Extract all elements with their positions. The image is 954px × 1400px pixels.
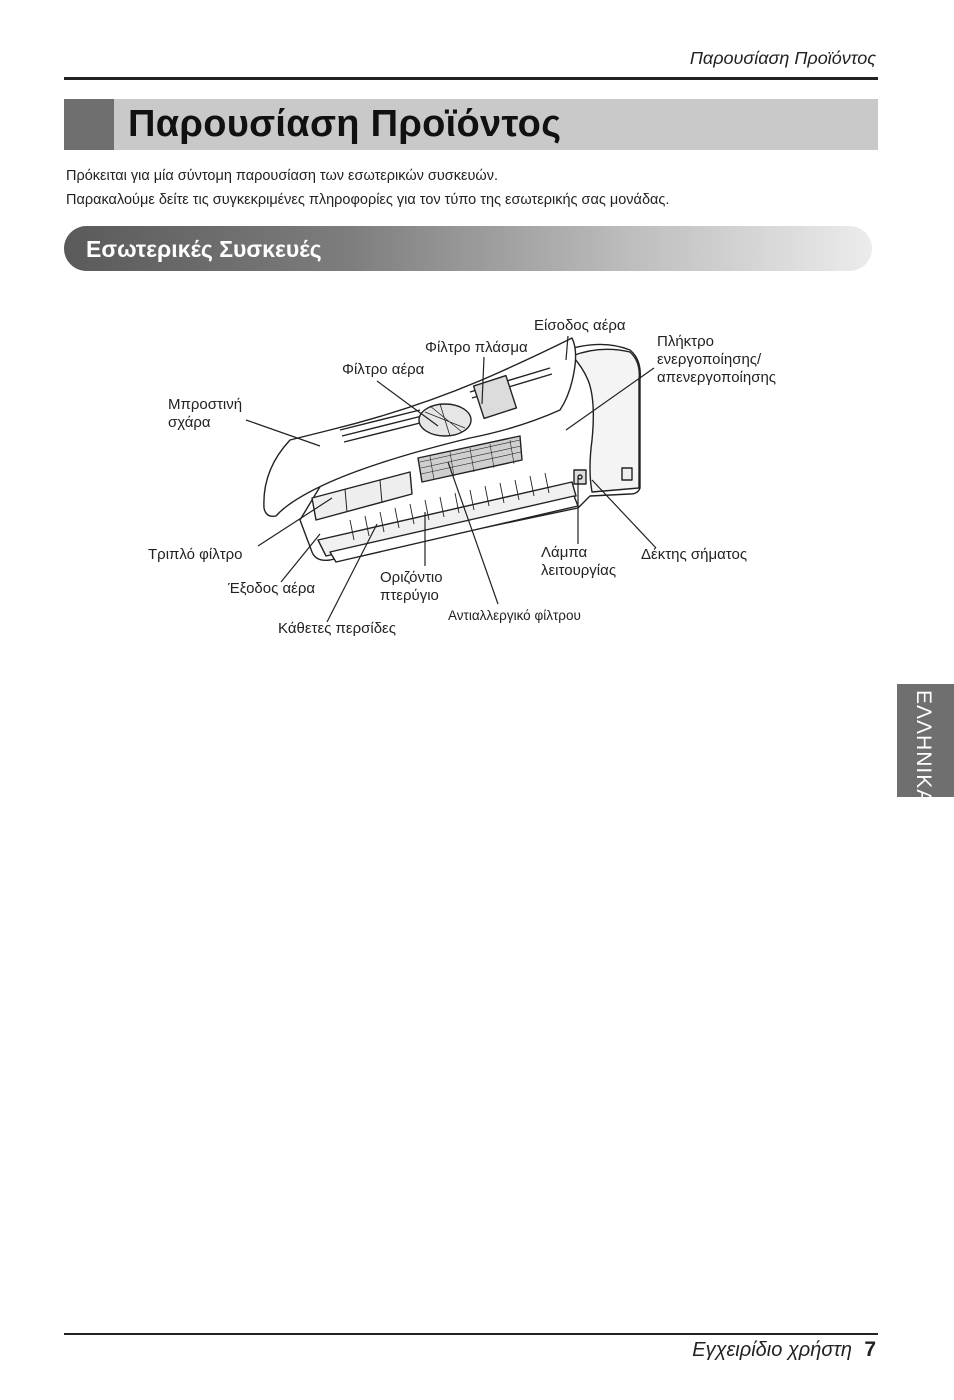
label-power-button: Πλήκτρο ενεργοποίησης/ απενεργοποίησης xyxy=(657,333,777,386)
leader-anti-allergy xyxy=(447,461,499,605)
leader-air-outlet xyxy=(280,533,321,583)
label-air-outlet: Έξοδος αέρα xyxy=(228,580,316,597)
page-number: 7 xyxy=(864,1338,876,1361)
label-triple-filter: Τριπλό φίλτρο xyxy=(148,546,243,563)
header-rule xyxy=(64,77,878,80)
leader-vertical-louvers xyxy=(326,523,378,623)
intro-line-2: Παρακαλούμε δείτε τις συγκεκριμένες πληρ… xyxy=(66,192,670,208)
leader-power-button xyxy=(565,367,655,431)
leader-air-inlet xyxy=(565,335,569,361)
intro-text: Πρόκειται για μία σύντομη παρουσίαση των… xyxy=(66,164,669,212)
footer-rule xyxy=(64,1333,878,1335)
label-air-filter: Φίλτρο αέρα xyxy=(342,361,425,378)
leader-front-grille xyxy=(245,419,321,447)
fan-wheel xyxy=(418,403,472,437)
section-title: Εσωτερικές Συσκευές xyxy=(86,236,322,262)
leader-air-filter xyxy=(376,380,439,427)
label-operation-lamp: Λάμπα λειτουργίας xyxy=(541,544,617,579)
label-signal-receiver: Δέκτης σήματος xyxy=(641,546,748,563)
label-anti-allergy-filter: Αντιαλλεργικό φίλτρου xyxy=(448,608,581,623)
leader-signal-receiver xyxy=(591,479,657,549)
intro-line-1: Πρόκειται για μία σύντομη παρουσίαση των… xyxy=(66,168,498,184)
label-vertical-louvers: Κάθετες περσίδες xyxy=(278,620,396,637)
leader-triple-filter xyxy=(257,497,333,547)
leader-plasma-filter xyxy=(481,356,485,405)
footer-manual-title: Εγχειρίδιο χρήστη xyxy=(692,1339,852,1361)
language-tab: ΕΛΛΗΝΙΚΑ xyxy=(897,684,954,804)
air-outlet-shape xyxy=(317,481,577,557)
title-bar: Παρουσίαση Προϊόντος xyxy=(64,99,878,150)
label-horizontal-vane: Οριζόντιο πτερύγιο xyxy=(380,569,443,604)
language-tab-label: ΕΛΛΗΝΙΚΑ xyxy=(912,690,935,805)
anti-allergy-filter-shape xyxy=(417,435,523,483)
section-bar: Εσωτερικές Συσκευές xyxy=(64,226,872,271)
side-panel xyxy=(571,348,640,493)
label-plasma-filter: Φίλτρο πλάσμα xyxy=(425,339,528,356)
plasma-filter-shape xyxy=(472,374,518,420)
page-title: Παρουσίαση Προϊόντος xyxy=(128,103,562,145)
running-header: Παρουσίαση Προϊόντος xyxy=(689,48,876,68)
triple-filter-shape xyxy=(311,471,413,521)
label-front-grille: Μπροστινή σχάρα xyxy=(168,396,243,431)
title-block xyxy=(64,99,114,150)
label-air-inlet: Είσοδος αέρα xyxy=(534,317,626,334)
